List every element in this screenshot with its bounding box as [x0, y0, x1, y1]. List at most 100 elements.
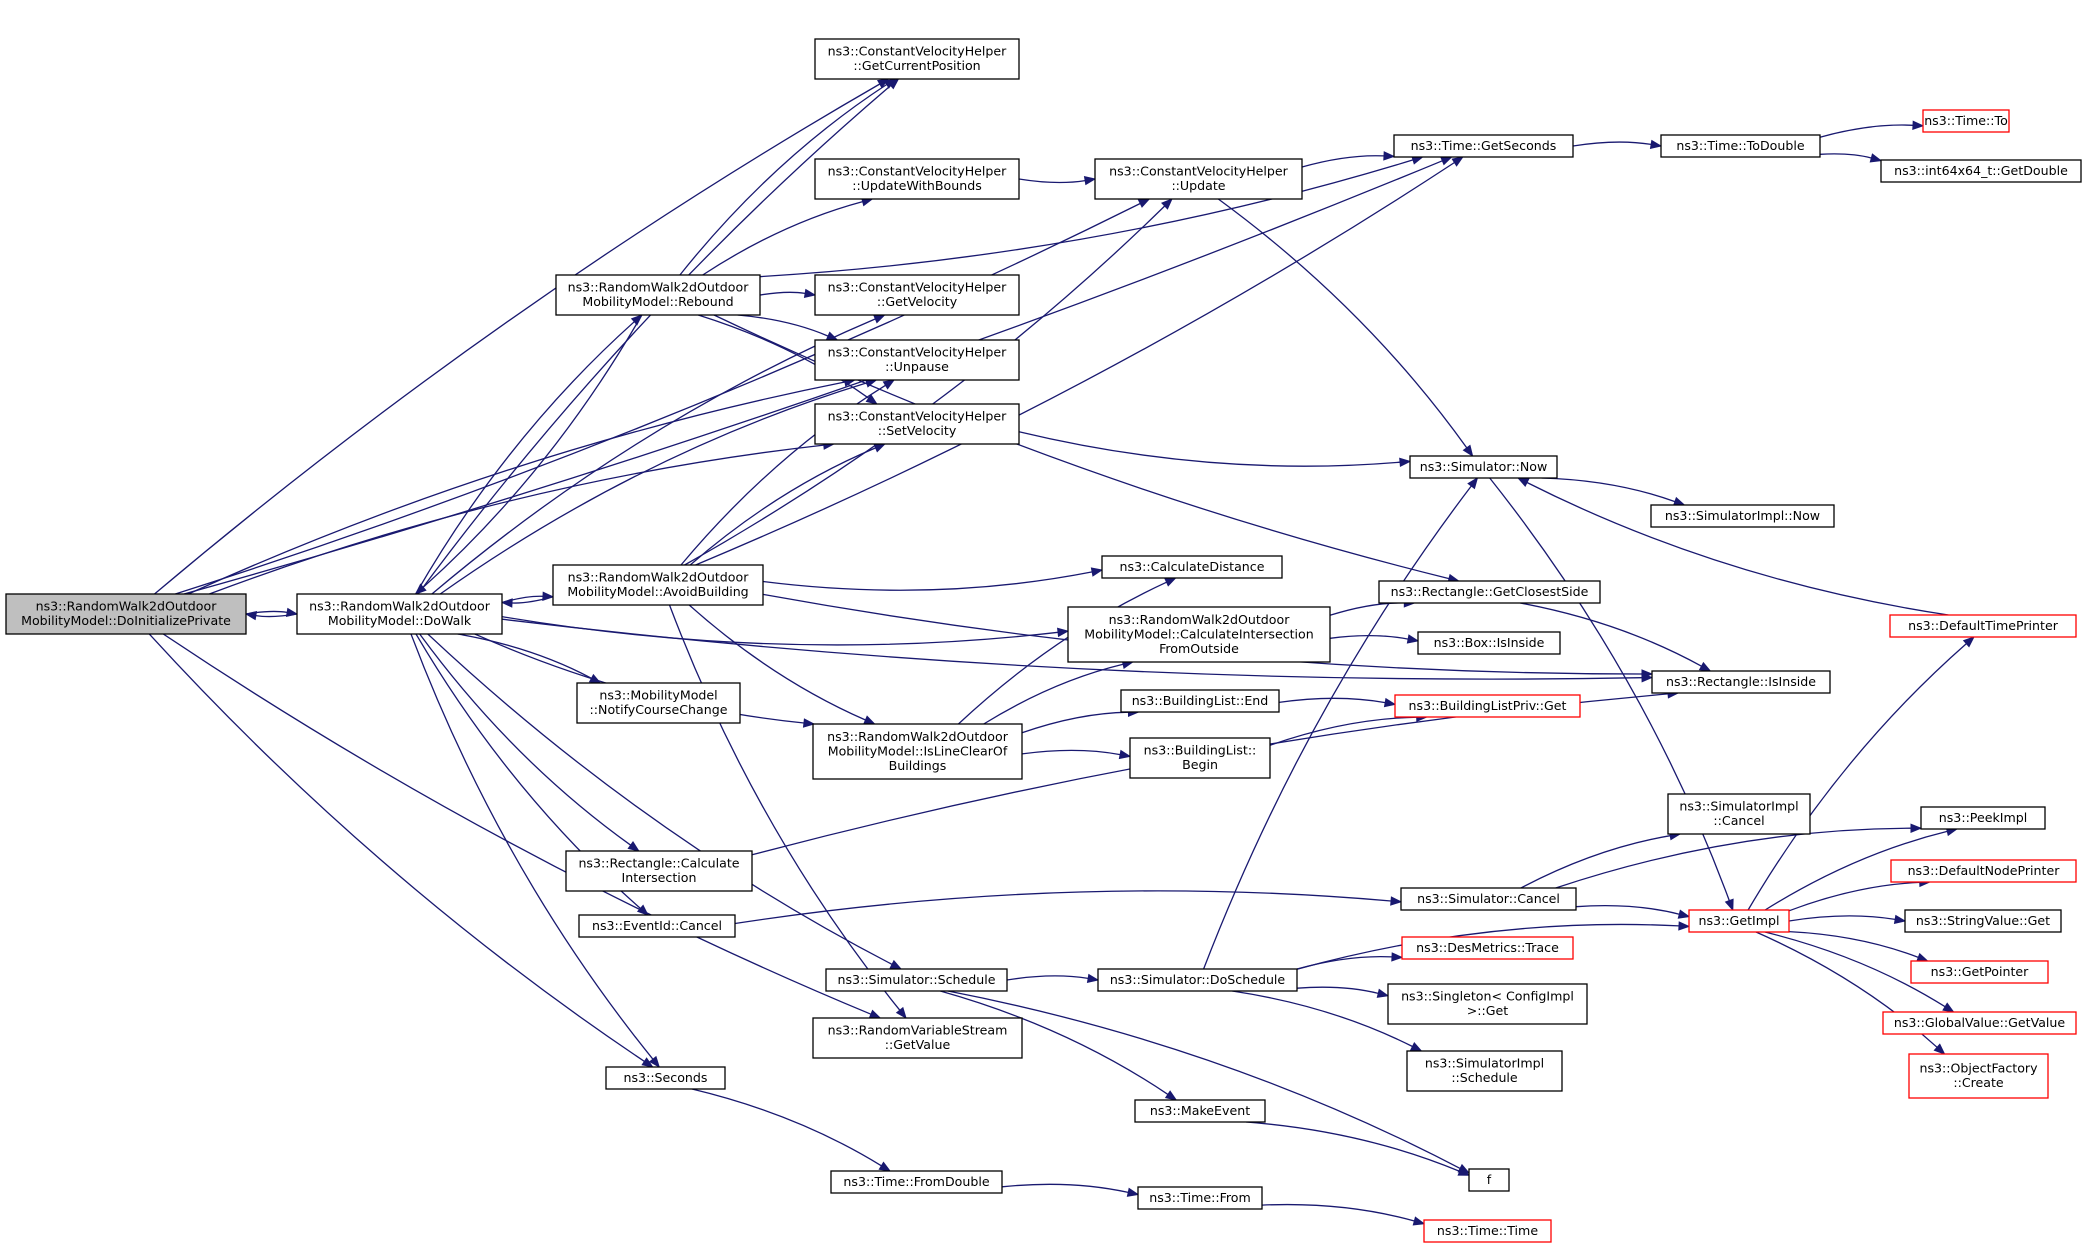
graph-node-n49[interactable]: ns3::ObjectFactory::Create [1908, 1053, 2049, 1099]
arrowhead [1869, 153, 1883, 163]
graph-node-n2[interactable]: ns3::RandomWalk2dOutdoorMobilityModel::A… [552, 564, 764, 606]
graph-node-n11[interactable]: ns3::Rectangle::CalculateIntersection [565, 850, 753, 892]
graph-node-n40[interactable]: ns3::GetImpl [1688, 909, 1790, 933]
node-label-line: ns3::ConstantVelocityHelper [828, 44, 1008, 59]
node-box [1094, 158, 1303, 200]
graph-node-n6[interactable]: ns3::ConstantVelocityHelper::GetVelocity [814, 274, 1020, 316]
edge-line [1232, 990, 1413, 1048]
graph-node-n26[interactable]: ns3::Simulator::Now [1409, 455, 1558, 479]
graph-node-n16[interactable]: ns3::Time::FromDouble [830, 1170, 1003, 1194]
edge-n10-to-n21 [1021, 749, 1132, 760]
arrowhead [1090, 567, 1104, 577]
edge-line [415, 321, 635, 595]
graph-node-n31[interactable]: ns3::DesMetrics::Trace [1401, 936, 1574, 960]
graph-node-n14[interactable]: ns3::RandomVariableStream::GetValue [812, 1017, 1023, 1059]
edge-n26-to-n40 [1489, 477, 1734, 912]
arrowhead [1933, 1043, 1946, 1055]
graph-node-n21[interactable]: ns3::BuildingList::Begin [1129, 737, 1271, 779]
graph-node-n34[interactable]: f [1468, 1168, 1510, 1192]
graph-node-n37[interactable]: ns3::SimulatorImpl::Now [1650, 504, 1835, 528]
edge-n22-to-n32 [1296, 986, 1390, 998]
graph-node-n10[interactable]: ns3::RandomWalk2dOutdoorMobilityModel::I… [812, 723, 1023, 780]
graph-node-n1[interactable]: ns3::RandomWalk2dOutdoorMobilityModel::D… [296, 593, 503, 635]
arrowhead [865, 394, 878, 405]
graph-node-n0[interactable]: ns3::RandomWalk2dOutdoorMobilityModel::D… [5, 593, 247, 635]
graph-node-n22[interactable]: ns3::Simulator::DoSchedule [1097, 968, 1298, 992]
edge-line [1520, 602, 1702, 667]
arrowhead [1516, 477, 1530, 487]
edge-n13-to-n22 [1006, 973, 1100, 984]
edge-line [1788, 930, 1919, 959]
edge-line [255, 613, 298, 618]
arrowhead [1376, 988, 1390, 998]
node-label-line: ::Update [1171, 178, 1225, 193]
graph-node-n41[interactable]: ns3::Time::To [1922, 109, 2010, 133]
graph-node-n36[interactable]: ns3::Time::ToDouble [1660, 134, 1821, 158]
node-box [1910, 960, 2049, 984]
arrowhead [802, 718, 816, 728]
graph-node-n12[interactable]: ns3::EventId::Cancel [578, 914, 736, 938]
node-box [1908, 1053, 2049, 1099]
graph-node-n47[interactable]: ns3::GetPointer [1910, 960, 2049, 984]
node-label-line: ns3::CalculateDistance [1120, 559, 1265, 574]
graph-node-n24[interactable]: ns3::Time::From [1137, 1186, 1263, 1210]
node-label-line: ns3::EventId::Cancel [592, 918, 722, 933]
graph-node-n9[interactable]: ns3::MobilityModel::NotifyCourseChange [576, 682, 741, 724]
node-box [1417, 631, 1561, 655]
graph-node-n30[interactable]: ns3::Simulator::Cancel [1400, 887, 1577, 911]
graph-node-n23[interactable]: ns3::MakeEvent [1134, 1099, 1266, 1123]
node-label-line: MobilityModel::Rebound [582, 294, 733, 309]
graph-node-n7[interactable]: ns3::ConstantVelocityHelper::Unpause [814, 339, 1020, 381]
graph-node-n28[interactable]: ns3::Box::IsInside [1417, 631, 1561, 655]
edge-line [1021, 711, 1129, 734]
graph-node-n17[interactable]: ns3::ConstantVelocityHelper::Update [1094, 158, 1303, 200]
edge-n3-to-n6 [759, 288, 817, 299]
arrowhead [1910, 823, 1923, 833]
node-label-line: ns3::Time::GetSeconds [1411, 138, 1557, 153]
node-box [1097, 968, 1298, 992]
arrowhead [895, 1006, 907, 1020]
graph-node-n33[interactable]: ns3::SimulatorImpl::Schedule [1406, 1050, 1563, 1092]
arrowhead [1451, 156, 1464, 167]
edge-n1-to-n4 [417, 78, 900, 595]
graph-node-n46[interactable]: ns3::StringValue::Get [1904, 909, 2062, 933]
node-box [814, 339, 1020, 381]
graph-node-n27[interactable]: ns3::Rectangle::GetClosestSide [1378, 580, 1601, 604]
graph-node-n43[interactable]: ns3::DefaultTimePrinter [1889, 614, 2077, 638]
graph-node-n20[interactable]: ns3::BuildingList::End [1120, 689, 1280, 713]
graph-node-n32[interactable]: ns3::Singleton< ConfigImpl >::Get [1387, 983, 1588, 1025]
edge-line [1764, 931, 1946, 1008]
graph-node-n29[interactable]: ns3::BuildingListPriv::Get [1394, 694, 1581, 718]
graph-node-n45[interactable]: ns3::DefaultNodePrinter [1890, 859, 2077, 883]
edge-n0-to-n4 [154, 78, 890, 595]
node-label-line: ns3::SimulatorImpl [1425, 1056, 1544, 1071]
graph-node-n42[interactable]: ns3::int64x64_t::GetDouble [1880, 159, 2082, 183]
node-box [1400, 887, 1577, 911]
arrowhead [1086, 973, 1100, 984]
graph-node-n18[interactable]: ns3::CalculateDistance [1101, 555, 1283, 579]
graph-node-n3[interactable]: ns3::RandomWalk2dOutdoorMobilityModel::R… [555, 274, 761, 316]
edge-line [501, 618, 1643, 680]
graph-node-n5[interactable]: ns3::ConstantVelocityHelper::UpdateWithB… [814, 158, 1020, 200]
graph-node-n19[interactable]: ns3::RandomWalk2dOutdoorMobilityModel::C… [1067, 606, 1331, 663]
node-label-line: ns3::ConstantVelocityHelper [828, 164, 1008, 179]
graph-node-n13[interactable]: ns3::Simulator::Schedule [825, 968, 1008, 992]
node-box [814, 403, 1020, 445]
node-box [814, 274, 1020, 316]
graph-node-n25[interactable]: ns3::Time::GetSeconds [1393, 134, 1574, 158]
edge-n3-to-n4 [679, 78, 897, 276]
graph-node-n8[interactable]: ns3::ConstantVelocityHelper::SetVelocity [814, 403, 1020, 445]
graph-node-n39[interactable]: ns3::SimulatorImpl::Cancel [1667, 793, 1811, 835]
graph-node-n4[interactable]: ns3::ConstantVelocityHelper::GetCurrentP… [814, 38, 1020, 80]
edge-n15-to-n16 [691, 1088, 892, 1172]
arrowhead [1083, 175, 1097, 186]
graph-node-n38[interactable]: ns3::Rectangle::IsInside [1651, 670, 1831, 694]
graph-node-n48[interactable]: ns3::GlobalValue::GetValue [1882, 1011, 2077, 1035]
edge-n17-to-n26 [1217, 198, 1474, 458]
arrowhead [500, 598, 513, 608]
graph-node-n44[interactable]: ns3::PeekImpl [1920, 806, 2046, 830]
graph-node-n15[interactable]: ns3::Seconds [605, 1066, 726, 1090]
edge-line [1021, 749, 1121, 756]
node-box [1409, 455, 1558, 479]
graph-node-n35[interactable]: ns3::Time::Time [1423, 1219, 1552, 1243]
